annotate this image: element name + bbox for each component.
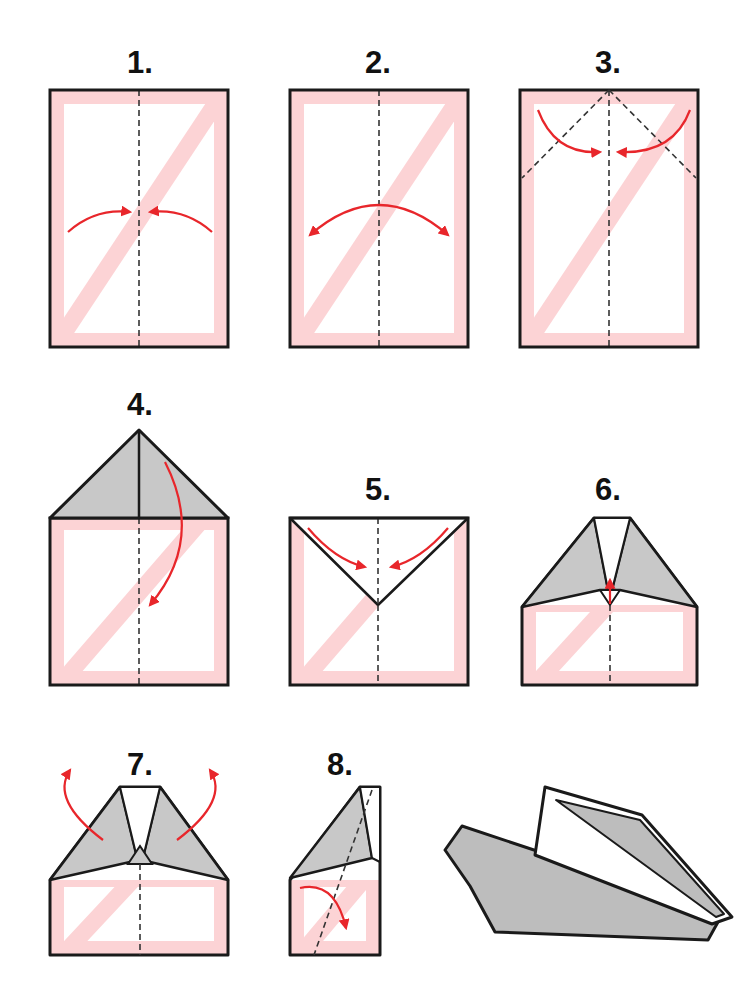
fold-line	[138, 518, 140, 685]
step-8-sheet	[290, 787, 380, 960]
fold-arrow	[68, 211, 130, 232]
finished-plane	[445, 787, 732, 940]
paper-sheet	[520, 90, 698, 347]
fold-arrow	[150, 211, 212, 232]
fold-arrow	[177, 770, 215, 840]
fold-arrow	[609, 580, 611, 604]
step-number: 4.	[127, 387, 153, 423]
step-4-sheet	[50, 430, 245, 690]
paper-outline	[290, 787, 380, 955]
paper-border	[50, 880, 228, 955]
step-number: 3.	[595, 45, 621, 81]
fold-arrow	[150, 462, 182, 605]
step-5-sheet	[290, 470, 485, 690]
fold-line	[609, 605, 611, 685]
paper-outline	[522, 518, 697, 685]
step-number: 1.	[127, 45, 153, 81]
center-strip	[360, 787, 380, 862]
step-number: 6.	[595, 472, 621, 508]
step-6-sheet	[522, 518, 697, 690]
paper-outline	[290, 518, 468, 685]
paper-outline	[50, 518, 228, 685]
step-7-sheet	[50, 770, 228, 960]
folded-triangle	[290, 518, 468, 605]
paper-band	[64, 530, 214, 671]
step-2-sheet	[290, 90, 468, 347]
paper-border	[522, 605, 697, 685]
center-edge	[138, 430, 141, 518]
fold-arrow	[538, 110, 600, 152]
fold-line	[139, 864, 141, 955]
step-number: 2.	[365, 45, 391, 81]
fold-arrow	[300, 887, 346, 928]
step-number: 7.	[127, 747, 153, 783]
locking-tab	[128, 846, 152, 864]
fold-line	[314, 790, 372, 955]
paper-band	[536, 612, 640, 671]
step-1-sheet	[50, 90, 228, 347]
paper-sheet	[50, 90, 228, 347]
fold-line	[522, 90, 609, 178]
fold-line	[377, 518, 379, 605]
wing-flap	[290, 787, 372, 878]
step-3-sheet	[520, 90, 698, 347]
fold-arrow	[618, 110, 690, 152]
fold-line	[377, 605, 379, 685]
center-strip	[594, 518, 630, 590]
paper-outline	[50, 787, 228, 955]
paper-sheet	[290, 90, 468, 347]
fold-arrow	[308, 528, 365, 567]
fold-arrow	[65, 770, 103, 840]
plane-body	[535, 787, 732, 924]
step-number: 8.	[327, 747, 353, 783]
unfold-arrow	[310, 205, 448, 235]
left-flap	[522, 518, 608, 607]
plane-fold	[556, 800, 724, 917]
step-number: 5.	[365, 472, 391, 508]
fold-line	[609, 90, 696, 178]
folded-triangle	[50, 430, 228, 518]
fold-arrow	[391, 528, 448, 567]
paper-band	[64, 887, 170, 941]
